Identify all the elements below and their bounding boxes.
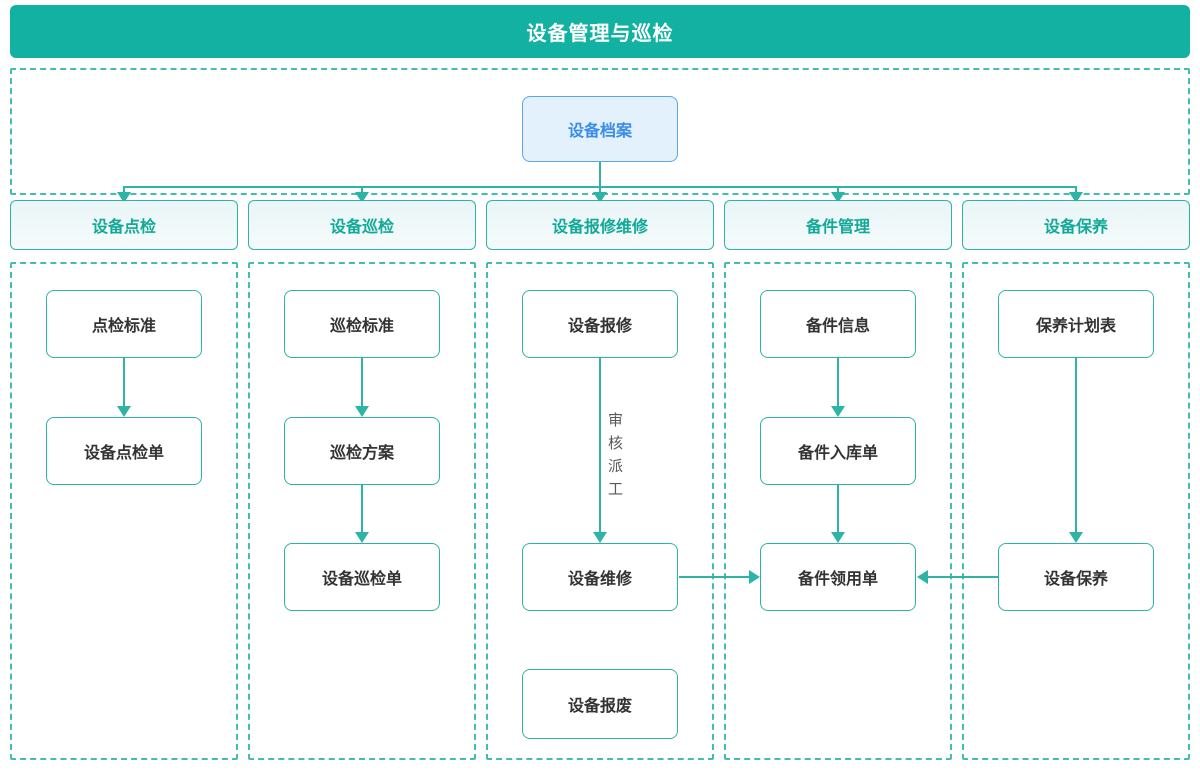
- header-spare-parts: 备件管理: [724, 200, 952, 250]
- node-device-archive: 设备档案: [522, 96, 678, 162]
- node-spot-check-standard-label: 点检标准: [91, 318, 156, 335]
- connector-repair-to-requisition: [679, 576, 751, 578]
- arrowhead-c4-b: [831, 532, 845, 543]
- node-inspection-standard-label: 巡检标准: [329, 318, 394, 335]
- header-maintenance-label: 设备保养: [1043, 219, 1108, 236]
- arrowhead-c4-a: [831, 406, 845, 417]
- node-inspection-plan-label: 巡检方案: [329, 445, 394, 462]
- node-spare-info: 备件信息: [760, 290, 916, 358]
- node-spare-inbound-label: 备件入库单: [797, 445, 878, 462]
- diagram-title: 设备管理与巡检: [526, 23, 674, 45]
- connector-c4-b: [837, 485, 839, 533]
- node-spot-check-standard: 点检标准: [46, 290, 202, 358]
- node-spare-info-label: 备件信息: [805, 318, 870, 335]
- node-spare-requisition: 备件领用单: [760, 543, 916, 611]
- node-maintenance: 设备保养: [998, 543, 1154, 611]
- connector-drop-5: [1075, 186, 1077, 194]
- connector-drop-2: [361, 186, 363, 194]
- arrowhead-c3: [593, 532, 607, 543]
- arrowhead-drop-3: [593, 192, 607, 203]
- node-spare-requisition-label: 备件领用单: [797, 571, 878, 588]
- node-inspection-sheet: 设备巡检单: [284, 543, 440, 611]
- node-repair: 设备维修: [522, 543, 678, 611]
- header-inspection: 设备巡检: [248, 200, 476, 250]
- arrowhead-c2-a: [355, 406, 369, 417]
- node-maintenance-label: 设备保养: [1043, 571, 1108, 588]
- node-spot-check-sheet-label: 设备点检单: [83, 445, 164, 462]
- arrowhead-c5: [1069, 532, 1083, 543]
- node-repair-label: 设备维修: [567, 571, 632, 588]
- node-repair-request-label: 设备报修: [567, 318, 632, 335]
- node-spare-inbound: 备件入库单: [760, 417, 916, 485]
- connector-maintenance-to-requisition: [927, 576, 998, 578]
- node-scrap: 设备报废: [522, 669, 678, 739]
- node-spot-check-sheet: 设备点检单: [46, 417, 202, 485]
- connector-c2-b: [361, 485, 363, 533]
- node-scrap-label: 设备报废: [567, 698, 632, 715]
- header-spot-check: 设备点检: [10, 200, 238, 250]
- header-maintenance: 设备保养: [962, 200, 1190, 250]
- node-maintenance-plan: 保养计划表: [998, 290, 1154, 358]
- arrowhead-repair-to-requisition: [749, 570, 760, 584]
- node-maintenance-plan-label: 保养计划表: [1035, 318, 1116, 335]
- diagram-title-banner: 设备管理与巡检: [10, 5, 1190, 58]
- connector-c4-a: [837, 358, 839, 407]
- arrowhead-drop-5: [1069, 192, 1083, 203]
- node-inspection-plan: 巡检方案: [284, 417, 440, 485]
- header-repair-label: 设备报修维修: [551, 219, 648, 236]
- node-inspection-standard: 巡检标准: [284, 290, 440, 358]
- connector-drop-1: [123, 186, 125, 194]
- arrowhead-maintenance-to-requisition: [917, 570, 928, 584]
- arrowhead-drop-4: [831, 192, 845, 203]
- connector-root-stem: [599, 162, 601, 187]
- node-inspection-sheet-label: 设备巡检单: [321, 571, 402, 588]
- arrowhead-drop-1: [117, 192, 131, 203]
- connector-c2-a: [361, 358, 363, 407]
- connector-c5: [1075, 358, 1077, 533]
- connector-drop-3: [599, 186, 601, 194]
- header-spot-check-label: 设备点检: [91, 219, 156, 236]
- connector-c3: [599, 358, 601, 533]
- connector-c1: [123, 358, 125, 407]
- arrowhead-c2-b: [355, 532, 369, 543]
- header-spare-parts-label: 备件管理: [805, 219, 870, 236]
- arrowhead-c1: [117, 406, 131, 417]
- header-inspection-label: 设备巡检: [329, 219, 394, 236]
- header-repair: 设备报修维修: [486, 200, 714, 250]
- node-device-archive-label: 设备档案: [567, 123, 632, 140]
- connector-drop-4: [837, 186, 839, 194]
- arrowhead-drop-2: [355, 192, 369, 203]
- node-repair-request: 设备报修: [522, 290, 678, 358]
- edge-label-approve-dispatch: 审核派工: [604, 412, 624, 504]
